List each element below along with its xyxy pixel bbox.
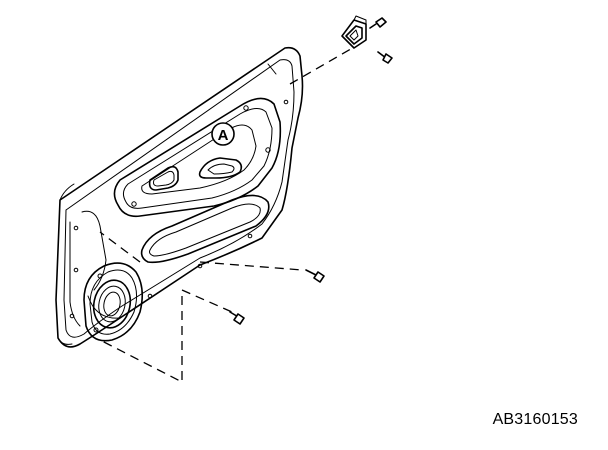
clip-holes [69, 99, 289, 319]
map-pocket-panel [140, 194, 270, 264]
screw-right [305, 269, 325, 283]
door-trim-panel [55, 46, 304, 348]
mounting-bracket [341, 15, 367, 49]
screw-bottom [229, 311, 245, 325]
speaker-grille [83, 262, 144, 342]
screw-top-lower [377, 51, 393, 64]
assembly-leader-lines [99, 45, 357, 384]
screw-top-upper [369, 17, 387, 29]
callout-a-label: A [218, 127, 229, 144]
figure-id: AB3160153 [492, 411, 578, 428]
callout-a: A [211, 122, 235, 146]
armrest-bezel [113, 97, 282, 218]
